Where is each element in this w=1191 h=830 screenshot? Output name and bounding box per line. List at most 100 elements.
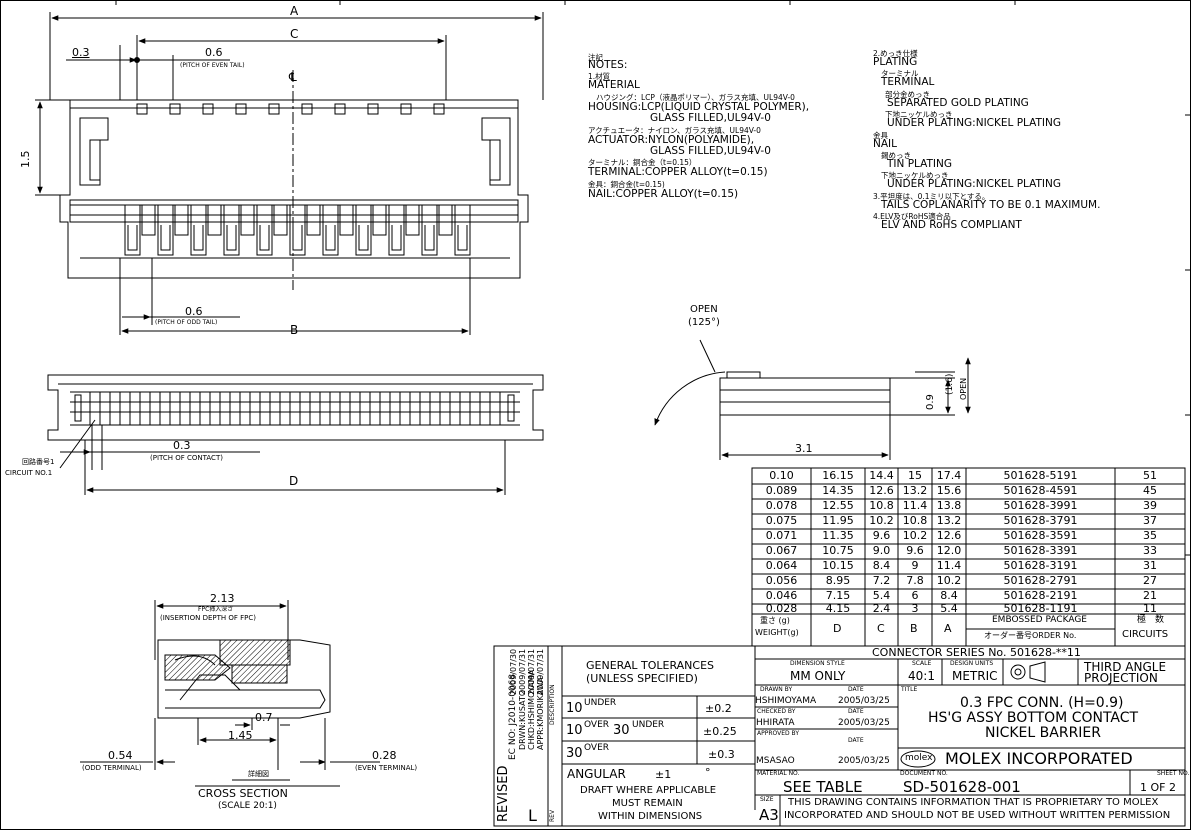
approved-by-label: APPROVED BY	[757, 730, 800, 737]
tol-3-a: 30	[566, 746, 583, 761]
even-terminal-label: (EVEN TERMINAL)	[355, 764, 418, 772]
description-label: DESCRIPTION	[549, 684, 556, 725]
dim-1-5: 1.5	[19, 150, 32, 169]
checked-by: HHIRATA	[756, 718, 795, 728]
document-number: SD-501628-001	[903, 778, 1021, 796]
draft-line-1: DRAFT WHERE APPLICABLE	[580, 785, 717, 796]
open-angle: (125°)	[688, 317, 720, 328]
size-value: A3	[759, 806, 779, 824]
front-view	[47, 374, 544, 495]
hdr-order-no: オーダー番号ORDER No.	[984, 631, 1077, 640]
dim-0-3: 0.3	[72, 46, 90, 59]
size-label: SIZE	[760, 796, 774, 803]
side-view	[654, 339, 971, 460]
title-line-1: 0.3 FPC CONN. (H=0.9)	[960, 695, 1124, 711]
rev-letter: L	[528, 806, 537, 825]
cs-dim-0-54: 0.54	[108, 749, 133, 762]
side-open-text: OPEN	[959, 377, 968, 400]
insertion-depth-value: 2.13	[210, 592, 235, 605]
contact-comb	[124, 205, 471, 256]
tol-title-1: GENERAL TOLERANCES	[586, 659, 715, 672]
top-view	[35, 12, 544, 335]
insertion-depth-jp: FPC挿入深さ	[198, 606, 234, 613]
insertion-depth-caption: (INSERTION DEPTH OF FPC)	[160, 614, 256, 622]
dim-c-label: C	[290, 27, 299, 41]
drawn-by: HSHIMOYAMA	[755, 696, 817, 706]
hdr-d: D	[833, 622, 842, 635]
angular-label: ANGULAR	[567, 767, 626, 781]
draft-line-2: MUST REMAIN	[612, 798, 683, 809]
connector-series: CONNECTOR SERIES No. 501628-**11	[872, 646, 1081, 659]
company-name: MOLEX INCORPORATED	[945, 749, 1133, 768]
cs-dim-1-45: 1.45	[228, 729, 253, 742]
circuit-no-jp: 回路番号1	[22, 458, 55, 466]
contact-pitch-caption: (PITCH OF CONTACT)	[150, 454, 223, 462]
hdr-a: A	[944, 622, 952, 635]
title-block-grid	[493, 645, 1186, 827]
hdr-circuits-jp: 極 数	[1137, 615, 1165, 625]
odd-terminal-label: (ODD TERMINAL)	[82, 764, 142, 772]
checked-by-label: CHECKED BY	[757, 708, 796, 715]
projection-line-1: THIRD ANGLE	[1084, 660, 1167, 674]
sheet-number: 1 OF 2	[1140, 781, 1176, 794]
drawn-date: 2005/03/25	[838, 696, 890, 706]
tol-1-value: ±0.2	[705, 702, 732, 715]
projection-line-2: PROJECTION	[1084, 671, 1158, 685]
circuit-no: CIRCUIT NO.1	[5, 469, 53, 477]
drawn-by-label: DRAWN BY	[760, 686, 793, 693]
material-value: SEE TABLE	[783, 778, 863, 796]
checked-date: 2005/03/25	[838, 718, 890, 728]
centerline-symbol: ℄	[289, 70, 297, 84]
design-units: METRIC	[952, 669, 998, 683]
side-width: 3.1	[795, 442, 813, 455]
draft-line-3: WITHIN DIMENSIONS	[598, 811, 703, 822]
side-height: 0.9	[925, 394, 936, 410]
approved-by: MSASAO	[756, 756, 795, 766]
ec-date: 2009/07/30	[509, 648, 518, 695]
title-label: TITLE	[901, 686, 918, 693]
design-units-label: DESIGN UNITS	[950, 660, 994, 667]
dim-even-pitch: 0.6	[205, 46, 223, 59]
drawn-date-label: DATE	[848, 686, 864, 693]
tol-2-a: 10	[566, 723, 583, 738]
scale-value: 40:1	[908, 669, 935, 683]
cross-section-view	[80, 600, 380, 787]
notes-left: 注記 NOTES: 1.材質 MATERIAL ハウジング：LCP（液晶ポリマー…	[588, 53, 810, 200]
odd-pitch-caption: (PITCH OF ODD TAIL)	[155, 319, 218, 326]
notes-right: 2.めっき仕様 PLATING ターミナル TERMINAL 部分金めっき SE…	[873, 49, 1101, 232]
dim-style-label: DIMENSION STYLE	[790, 660, 845, 667]
zone-ticks	[115, 0, 1191, 556]
revised-label: REVISED	[496, 765, 511, 822]
dim-style: MM ONLY	[790, 669, 846, 683]
tol-2-b: OVER	[584, 720, 610, 730]
hdr-weight-jp: 重さ (g)	[760, 616, 790, 625]
tol-1-a: 10	[566, 701, 583, 716]
angular-unit: °	[705, 766, 711, 779]
dim-contact-pitch: 0.3	[173, 439, 191, 452]
circuit-table-grid	[751, 467, 1186, 647]
proprietary-line-1: THIS DRAWING CONTAINS INFORMATION THAT I…	[788, 797, 1159, 808]
title-line-2: HS'G ASSY BOTTOM CONTACT	[928, 710, 1139, 726]
rev-label: REV	[549, 809, 556, 822]
sheet-label: SHEET NO.	[1157, 770, 1190, 777]
cs-dim-0-28: 0.28	[372, 749, 397, 762]
tol-2-c: 30	[613, 723, 630, 738]
cross-section-title: CROSS SECTION	[198, 787, 288, 800]
checked-date-label: DATE	[848, 708, 864, 715]
tol-2-value: ±0.25	[703, 725, 737, 738]
even-tails	[136, 103, 445, 115]
dim-d-label: D	[289, 474, 299, 488]
angular-value: ±1	[655, 768, 672, 781]
